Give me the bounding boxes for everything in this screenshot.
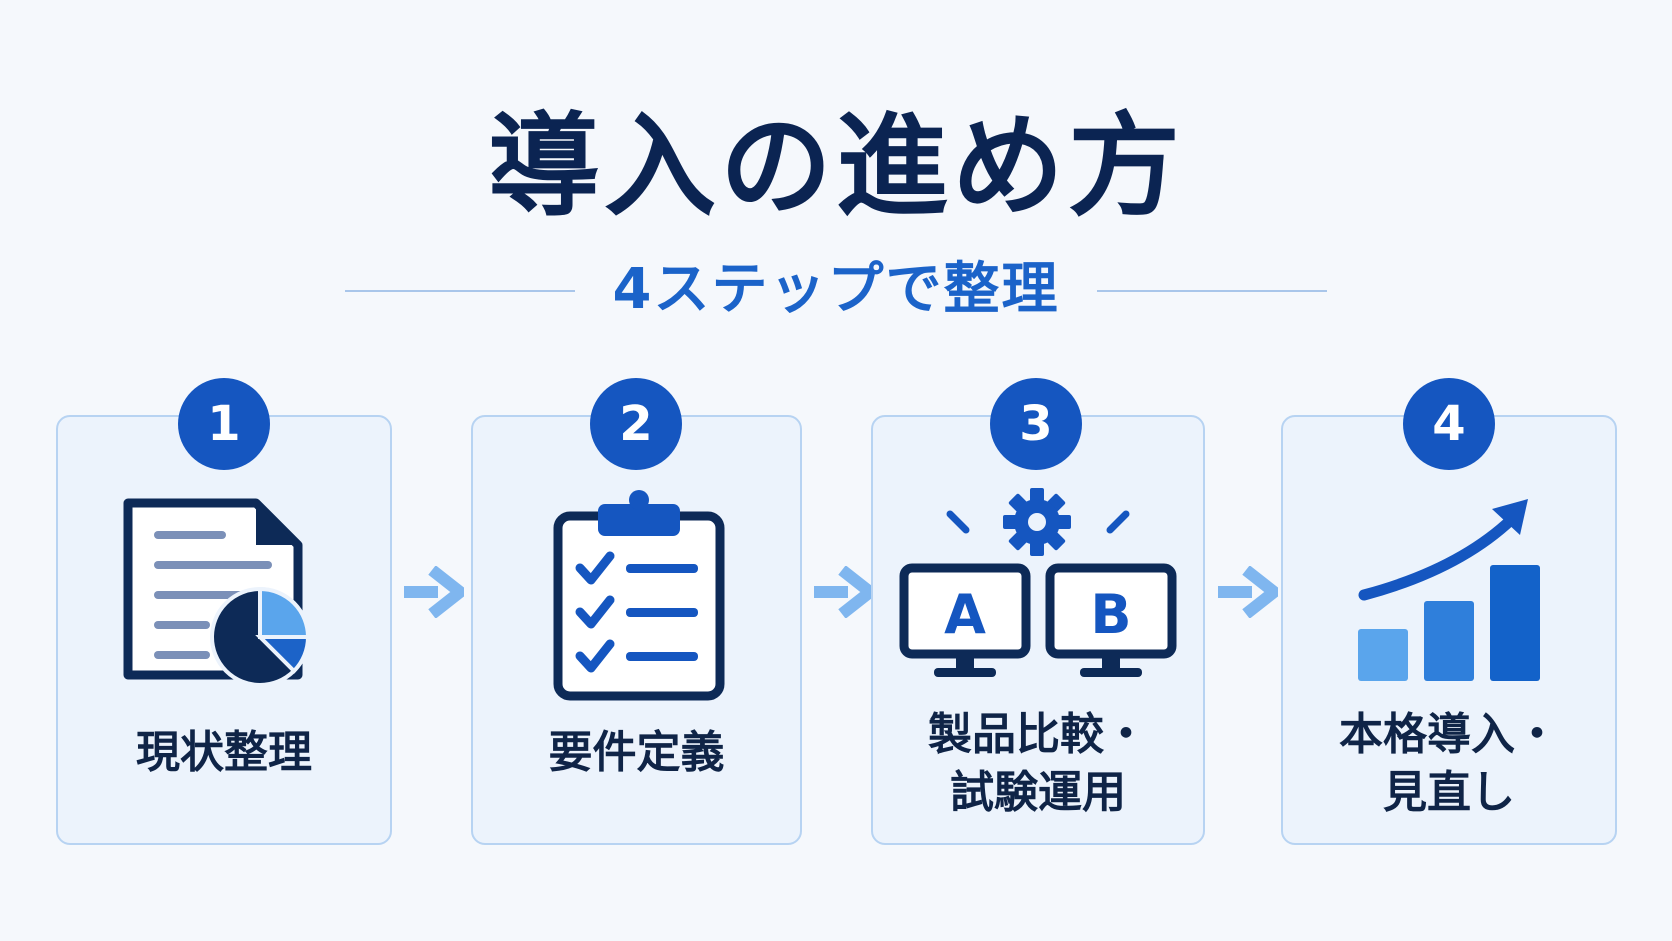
step-label-4-line-2: 見直し [1383, 767, 1515, 818]
gear-icon [1003, 488, 1071, 556]
clipboard-checklist-icon [553, 490, 725, 701]
monitor-a-label: A [944, 583, 986, 646]
step-label-1: 現状整理 [56, 724, 392, 782]
step-label-2: 要件定義 [471, 724, 802, 782]
subtitle-row: 4ステップで整理 [0, 258, 1672, 322]
step-label-4: 本格導入・ 見直し [1281, 706, 1617, 822]
step-number-badge-3: 3 [990, 378, 1082, 470]
monitor-b-label: B [1090, 583, 1131, 646]
step-label-1-line-1: 現状整理 [136, 727, 312, 778]
growth-bar-chart-icon [1358, 499, 1540, 681]
step-label-3-line-2: 試験運用 [950, 767, 1126, 818]
step-label-3: 製品比較・ 試験運用 [871, 706, 1205, 822]
arrow-right-icon-1 [404, 566, 464, 618]
subtitle-divider-left [345, 290, 575, 292]
step-number-badge-1: 1 [178, 378, 270, 470]
page-title: 導入の進め方 [488, 102, 1184, 232]
arrow-right-icon-3 [1218, 566, 1278, 618]
subtitle-divider-right [1097, 290, 1327, 292]
subtitle: 4ステップで整理 [612, 257, 1060, 322]
step-label-4-line-1: 本格導入・ [1339, 709, 1559, 760]
step-label-3-line-1: 製品比較・ [928, 709, 1148, 760]
step-label-2-line-1: 要件定義 [548, 727, 725, 778]
ab-comparison-monitors-icon: A B [899, 488, 1177, 677]
step-number-badge-2: 2 [590, 378, 682, 470]
step-number-badge-4: 4 [1403, 378, 1495, 470]
arrow-right-icon-2 [814, 566, 874, 618]
document-pie-chart-icon [123, 498, 311, 687]
